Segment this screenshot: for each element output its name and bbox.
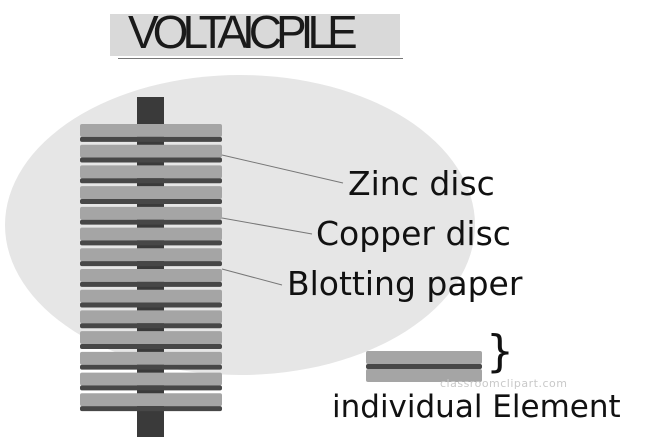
copper-disc — [80, 364, 222, 370]
copper-disc — [80, 281, 222, 287]
element-copper-disc — [366, 364, 482, 369]
copper-disc-label: Copper disc — [316, 214, 511, 253]
title-band — [110, 14, 400, 56]
zinc-disc — [80, 310, 222, 324]
copper-disc — [80, 385, 222, 391]
element-paper-disc — [366, 369, 482, 382]
blotting-leader-line — [221, 268, 283, 286]
zinc-disc — [80, 269, 222, 282]
copper-disc — [80, 240, 222, 246]
zinc-disc — [80, 165, 222, 179]
element-brace: } — [486, 326, 514, 377]
zinc-disc — [80, 372, 222, 386]
copper-disc — [80, 178, 222, 184]
zinc-disc — [80, 331, 222, 344]
zinc-disc — [80, 227, 222, 241]
blotting-paper-label: Blotting paper — [287, 264, 523, 303]
copper-disc — [80, 219, 222, 225]
zinc-disc — [80, 206, 222, 220]
copper-disc — [80, 323, 222, 329]
individual-element-label: individual Element — [332, 389, 621, 425]
zinc-leader-line — [221, 154, 344, 184]
copper-disc — [80, 157, 222, 163]
zinc-disc-label: Zinc disc — [348, 164, 495, 203]
zinc-disc — [80, 289, 222, 303]
copper-leader-line — [221, 217, 313, 235]
zinc-disc — [80, 124, 222, 137]
individual-element-stack — [366, 351, 482, 382]
copper-disc — [80, 136, 222, 142]
copper-disc — [80, 343, 222, 349]
zinc-disc — [80, 144, 222, 158]
copper-disc — [80, 198, 222, 204]
diagram-title: VOLTAICPILE — [128, 6, 358, 58]
disc-stack — [80, 124, 222, 412]
title-underline — [118, 58, 403, 59]
element-zinc-disc — [366, 351, 482, 364]
watermark: classroomclipart.com — [440, 377, 568, 390]
zinc-disc — [80, 393, 222, 407]
copper-disc — [80, 302, 222, 308]
copper-disc — [80, 261, 222, 267]
zinc-disc — [80, 351, 222, 365]
zinc-disc — [80, 186, 222, 199]
copper-disc — [80, 406, 222, 412]
zinc-disc — [80, 248, 222, 262]
